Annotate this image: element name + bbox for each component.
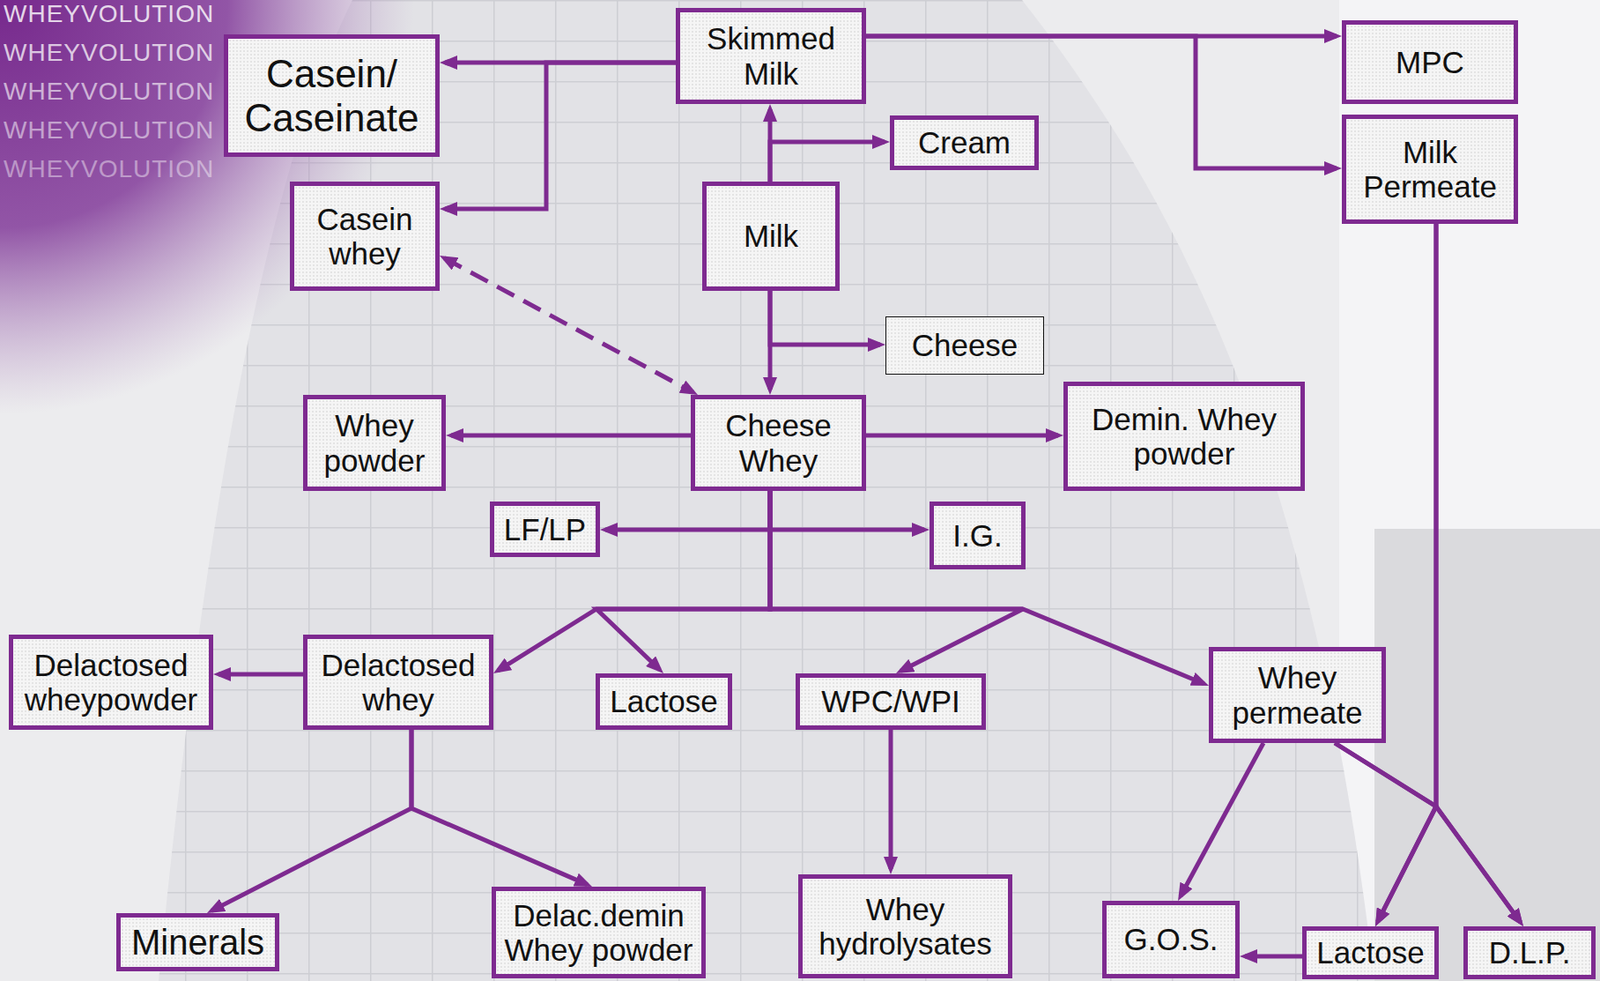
- box-label: Whey hydrolysates: [807, 891, 1003, 961]
- flow-connector: [770, 141, 885, 182]
- box-label: D.L.P.: [1488, 934, 1571, 970]
- box-label: Delac.demin Whey powder: [501, 897, 697, 967]
- box-label: Lactose: [609, 683, 719, 719]
- sky: [1339, 0, 1600, 981]
- watermark: WHEYVOLUTION: [3, 33, 215, 73]
- process-box: Casein whey: [289, 181, 440, 291]
- flow-connector: [1334, 742, 1521, 922]
- flow-connector: [451, 433, 691, 438]
- box-label: Delactosed whey: [312, 647, 484, 717]
- box-label: I.G.: [952, 518, 1002, 553]
- flow-connector: [888, 729, 894, 869]
- flow-connector: [605, 490, 771, 530]
- box-label: Milk Permeate: [1351, 134, 1509, 204]
- process-box: Milk Permeate: [1341, 114, 1519, 224]
- flow-connector: [1244, 954, 1303, 959]
- watermark: WHEYVOLUTION: [3, 149, 215, 189]
- process-box: Lactose: [1302, 925, 1439, 979]
- process-box: Cheese: [885, 316, 1045, 375]
- process-box: Whey powder: [303, 394, 446, 491]
- box-label: Lactose: [1316, 934, 1425, 970]
- process-box: WPC/WPI: [795, 673, 986, 730]
- flow-connector: [211, 729, 412, 911]
- process-box: Delac.demin Whey powder: [491, 886, 706, 978]
- box-label: Skimmed Milk: [685, 21, 857, 90]
- process-box: I.G.: [929, 501, 1026, 570]
- flow-connector: [1180, 742, 1264, 897]
- process-box: Minerals: [116, 912, 280, 971]
- box-label: Demin. Whey powder: [1073, 401, 1296, 471]
- box-label: Whey permeate: [1218, 659, 1377, 729]
- process-box: Skimmed Milk: [675, 7, 867, 104]
- flow-connector: [866, 433, 1059, 438]
- process-box: LF/LP: [489, 501, 600, 557]
- flow-connector: [1377, 223, 1437, 922]
- flow-connector: [596, 490, 771, 670]
- flow-connector: [866, 36, 1337, 169]
- watermark: WHEYVOLUTION: [3, 111, 215, 150]
- flow-connector: [1436, 223, 1521, 922]
- watermark-group: WHEYVOLUTIONWHEYVOLUTIONWHEYVOLUTIONWHEY…: [3, 0, 215, 189]
- box-label: Cheese: [911, 327, 1019, 363]
- flow-connector: [770, 290, 881, 345]
- process-box: Casein/ Caseinate: [223, 34, 440, 157]
- process-box: MPC: [1341, 20, 1519, 104]
- process-box: Whey permeate: [1208, 646, 1386, 743]
- box-label: LF/LP: [503, 511, 586, 547]
- box-label: Cream: [918, 125, 1011, 160]
- process-box: G.O.S.: [1102, 900, 1240, 978]
- process-box: Cream: [889, 115, 1039, 171]
- process-box: Delactosed whey: [303, 634, 494, 730]
- box-label: G.O.S.: [1124, 921, 1219, 956]
- process-box: D.L.P.: [1463, 925, 1596, 979]
- box-label: Whey powder: [312, 407, 437, 477]
- process-box: Cheese Whey: [690, 394, 867, 491]
- flow-connector: [444, 62, 676, 209]
- flow-connector: [218, 672, 304, 677]
- watermark: WHEYVOLUTION: [3, 72, 215, 112]
- process-box: Delactosed wheypowder: [8, 634, 214, 730]
- box-label: WPC/WPI: [821, 683, 960, 719]
- flow-connector: [411, 729, 588, 885]
- flow-connector: [770, 490, 1205, 684]
- box-label: Delactosed wheypowder: [18, 647, 204, 717]
- process-box: Whey hydrolysates: [798, 874, 1013, 978]
- box-label: Cheese Whey: [700, 407, 857, 477]
- flow-connector: [497, 490, 771, 671]
- box-label: MPC: [1395, 44, 1465, 80]
- box-label: Casein whey: [299, 201, 430, 271]
- watermark: WHEYVOLUTION: [3, 0, 215, 34]
- process-box: Lactose: [595, 673, 733, 730]
- process-box: Demin. Whey powder: [1063, 381, 1305, 491]
- box-label: Minerals: [131, 922, 265, 963]
- side-building: [1374, 528, 1600, 981]
- box-label: Casein/ Caseinate: [233, 51, 430, 140]
- dashed-connector: [444, 258, 693, 393]
- flow-connector: [770, 490, 925, 530]
- process-box: Milk: [702, 181, 840, 291]
- box-label: Milk: [743, 218, 799, 253]
